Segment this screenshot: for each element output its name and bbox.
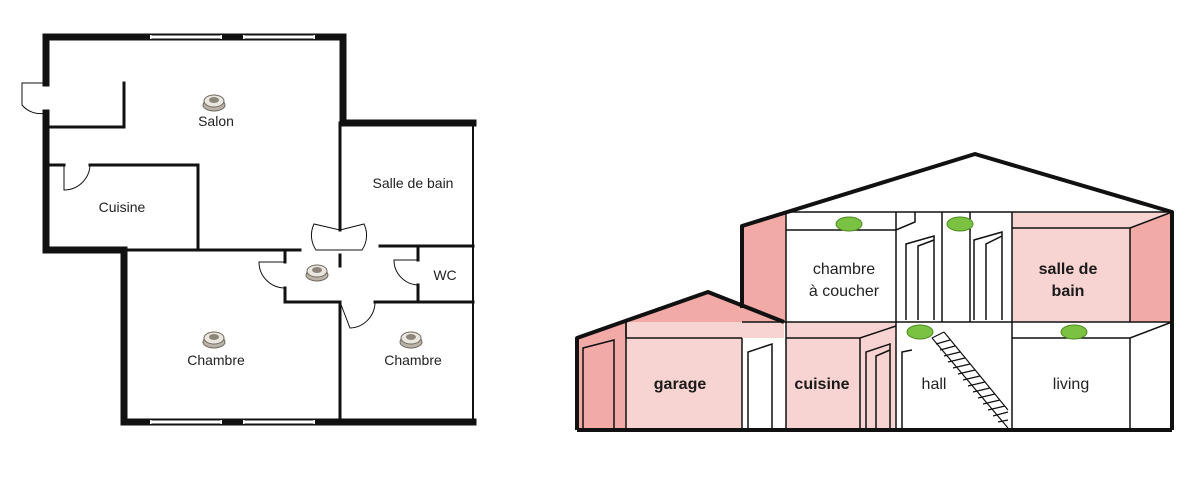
garage-fill: [626, 322, 784, 430]
garage-door-fill: [583, 340, 618, 430]
interior-walls: [44, 81, 475, 424]
house-inner-lines: [582, 211, 1173, 430]
floor-plan-detectors: [202, 94, 423, 349]
smoke-detector-icon: [906, 324, 934, 340]
highlight-fills: [577, 212, 1172, 430]
house-outline: [575, 152, 1174, 432]
room-label-sdb-line2: bain: [1052, 283, 1085, 300]
room-label-garage: garage: [654, 376, 707, 393]
room-label-chambre-line1: chambre: [813, 261, 875, 278]
smoke-detector-icon: [305, 264, 329, 282]
room-label-living: living: [1053, 376, 1089, 393]
house-section: chambre à coucher salle de bain garage c…: [575, 152, 1174, 432]
room-label-sdb-line1: salle de: [1039, 261, 1098, 278]
smoke-detector-icon: [202, 94, 226, 112]
room-label-salle-de-bain: Salle de bain: [373, 175, 454, 191]
left-tower-fill: [742, 212, 786, 322]
house-detectors: [835, 216, 1088, 340]
floor-plan-labels: Salon Cuisine Salle de bain WC Chambre C…: [99, 113, 457, 368]
salle-de-bain-side: [1130, 212, 1172, 322]
room-label-wc: WC: [433, 267, 456, 283]
smoke-detector-icon: [946, 216, 974, 232]
floor-plan: [21, 33, 477, 426]
room-label-cuisine-section: cuisine: [794, 376, 849, 393]
house-labels: chambre à coucher salle de bain garage c…: [654, 261, 1098, 393]
smoke-detector-icon: [202, 331, 226, 349]
room-label-hall: hall: [922, 376, 947, 393]
doors: [21, 82, 419, 329]
smoke-detector-icon: [1060, 324, 1088, 340]
staircase: [931, 331, 1009, 429]
room-label-chambre-line2: à coucher: [809, 283, 880, 300]
windows: [150, 35, 315, 424]
window-frames: [151, 34, 314, 425]
room-label-chambre-1: Chambre: [187, 352, 245, 368]
room-label-chambre-2: Chambre: [384, 352, 442, 368]
cuisine-fill: [786, 322, 896, 430]
smoke-detector-icon: [399, 331, 423, 349]
room-label-cuisine: Cuisine: [99, 199, 146, 215]
room-label-salon: Salon: [198, 113, 234, 129]
smoke-detector-icon: [835, 216, 863, 232]
